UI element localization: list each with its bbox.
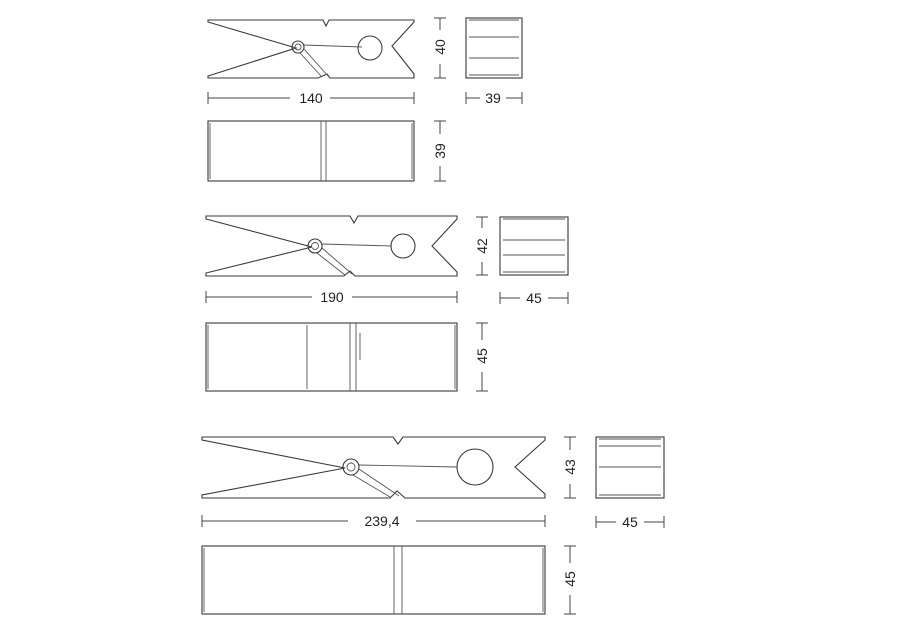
dimension-medium-side-height: 45	[474, 322, 490, 392]
dimension-large-length: 239,4	[201, 513, 546, 529]
clothespin-medium-top-view	[205, 322, 458, 392]
clothespin-medium-front-view	[205, 215, 458, 277]
dimension-small-side-height-label: 39	[432, 143, 448, 159]
clothespin-small-front-view	[207, 19, 415, 79]
dimension-medium-depth: 45	[499, 290, 569, 306]
clothespin-large-end-view	[595, 436, 665, 499]
dimension-large-depth-label: 45	[622, 514, 638, 530]
dimension-small-depth-label: 39	[485, 90, 501, 106]
dimension-medium-depth-label: 45	[526, 290, 542, 306]
clothespin-large: 239,4 43 45 45	[201, 436, 665, 615]
dimension-small-side-height: 39	[432, 120, 448, 182]
dimension-large-height-label: 43	[562, 459, 578, 475]
dimension-large-length-label: 239,4	[364, 513, 399, 529]
dimension-large-side-height: 45	[562, 545, 578, 615]
dimension-medium-length-label: 190	[320, 289, 344, 305]
dimension-large-height: 43	[562, 436, 578, 499]
clothespin-large-top-view	[201, 545, 546, 615]
dimension-large-side-height-label: 45	[562, 571, 578, 587]
dimension-medium-height-label: 42	[474, 238, 490, 254]
dimension-medium-height: 42	[474, 216, 490, 276]
clothespin-medium: 190 42 45 45	[205, 215, 569, 392]
dimension-small-length-label: 140	[299, 90, 323, 106]
clothespin-small-top-view	[207, 120, 415, 182]
clothespin-small-end-view	[465, 17, 523, 79]
dimension-small-depth: 39	[465, 90, 523, 106]
clothespin-large-front-view	[201, 436, 546, 499]
clothespin-medium-end-view	[499, 216, 569, 276]
dimension-medium-length: 190	[205, 289, 458, 305]
dimension-small-height-label: 40	[432, 39, 448, 55]
clothespin-small: 140 40 39 39	[207, 17, 523, 182]
dimension-small-length: 140	[207, 90, 415, 106]
dimension-small-height: 40	[432, 17, 448, 79]
dimension-large-depth: 45	[595, 514, 665, 530]
dimension-medium-side-height-label: 45	[474, 348, 490, 364]
